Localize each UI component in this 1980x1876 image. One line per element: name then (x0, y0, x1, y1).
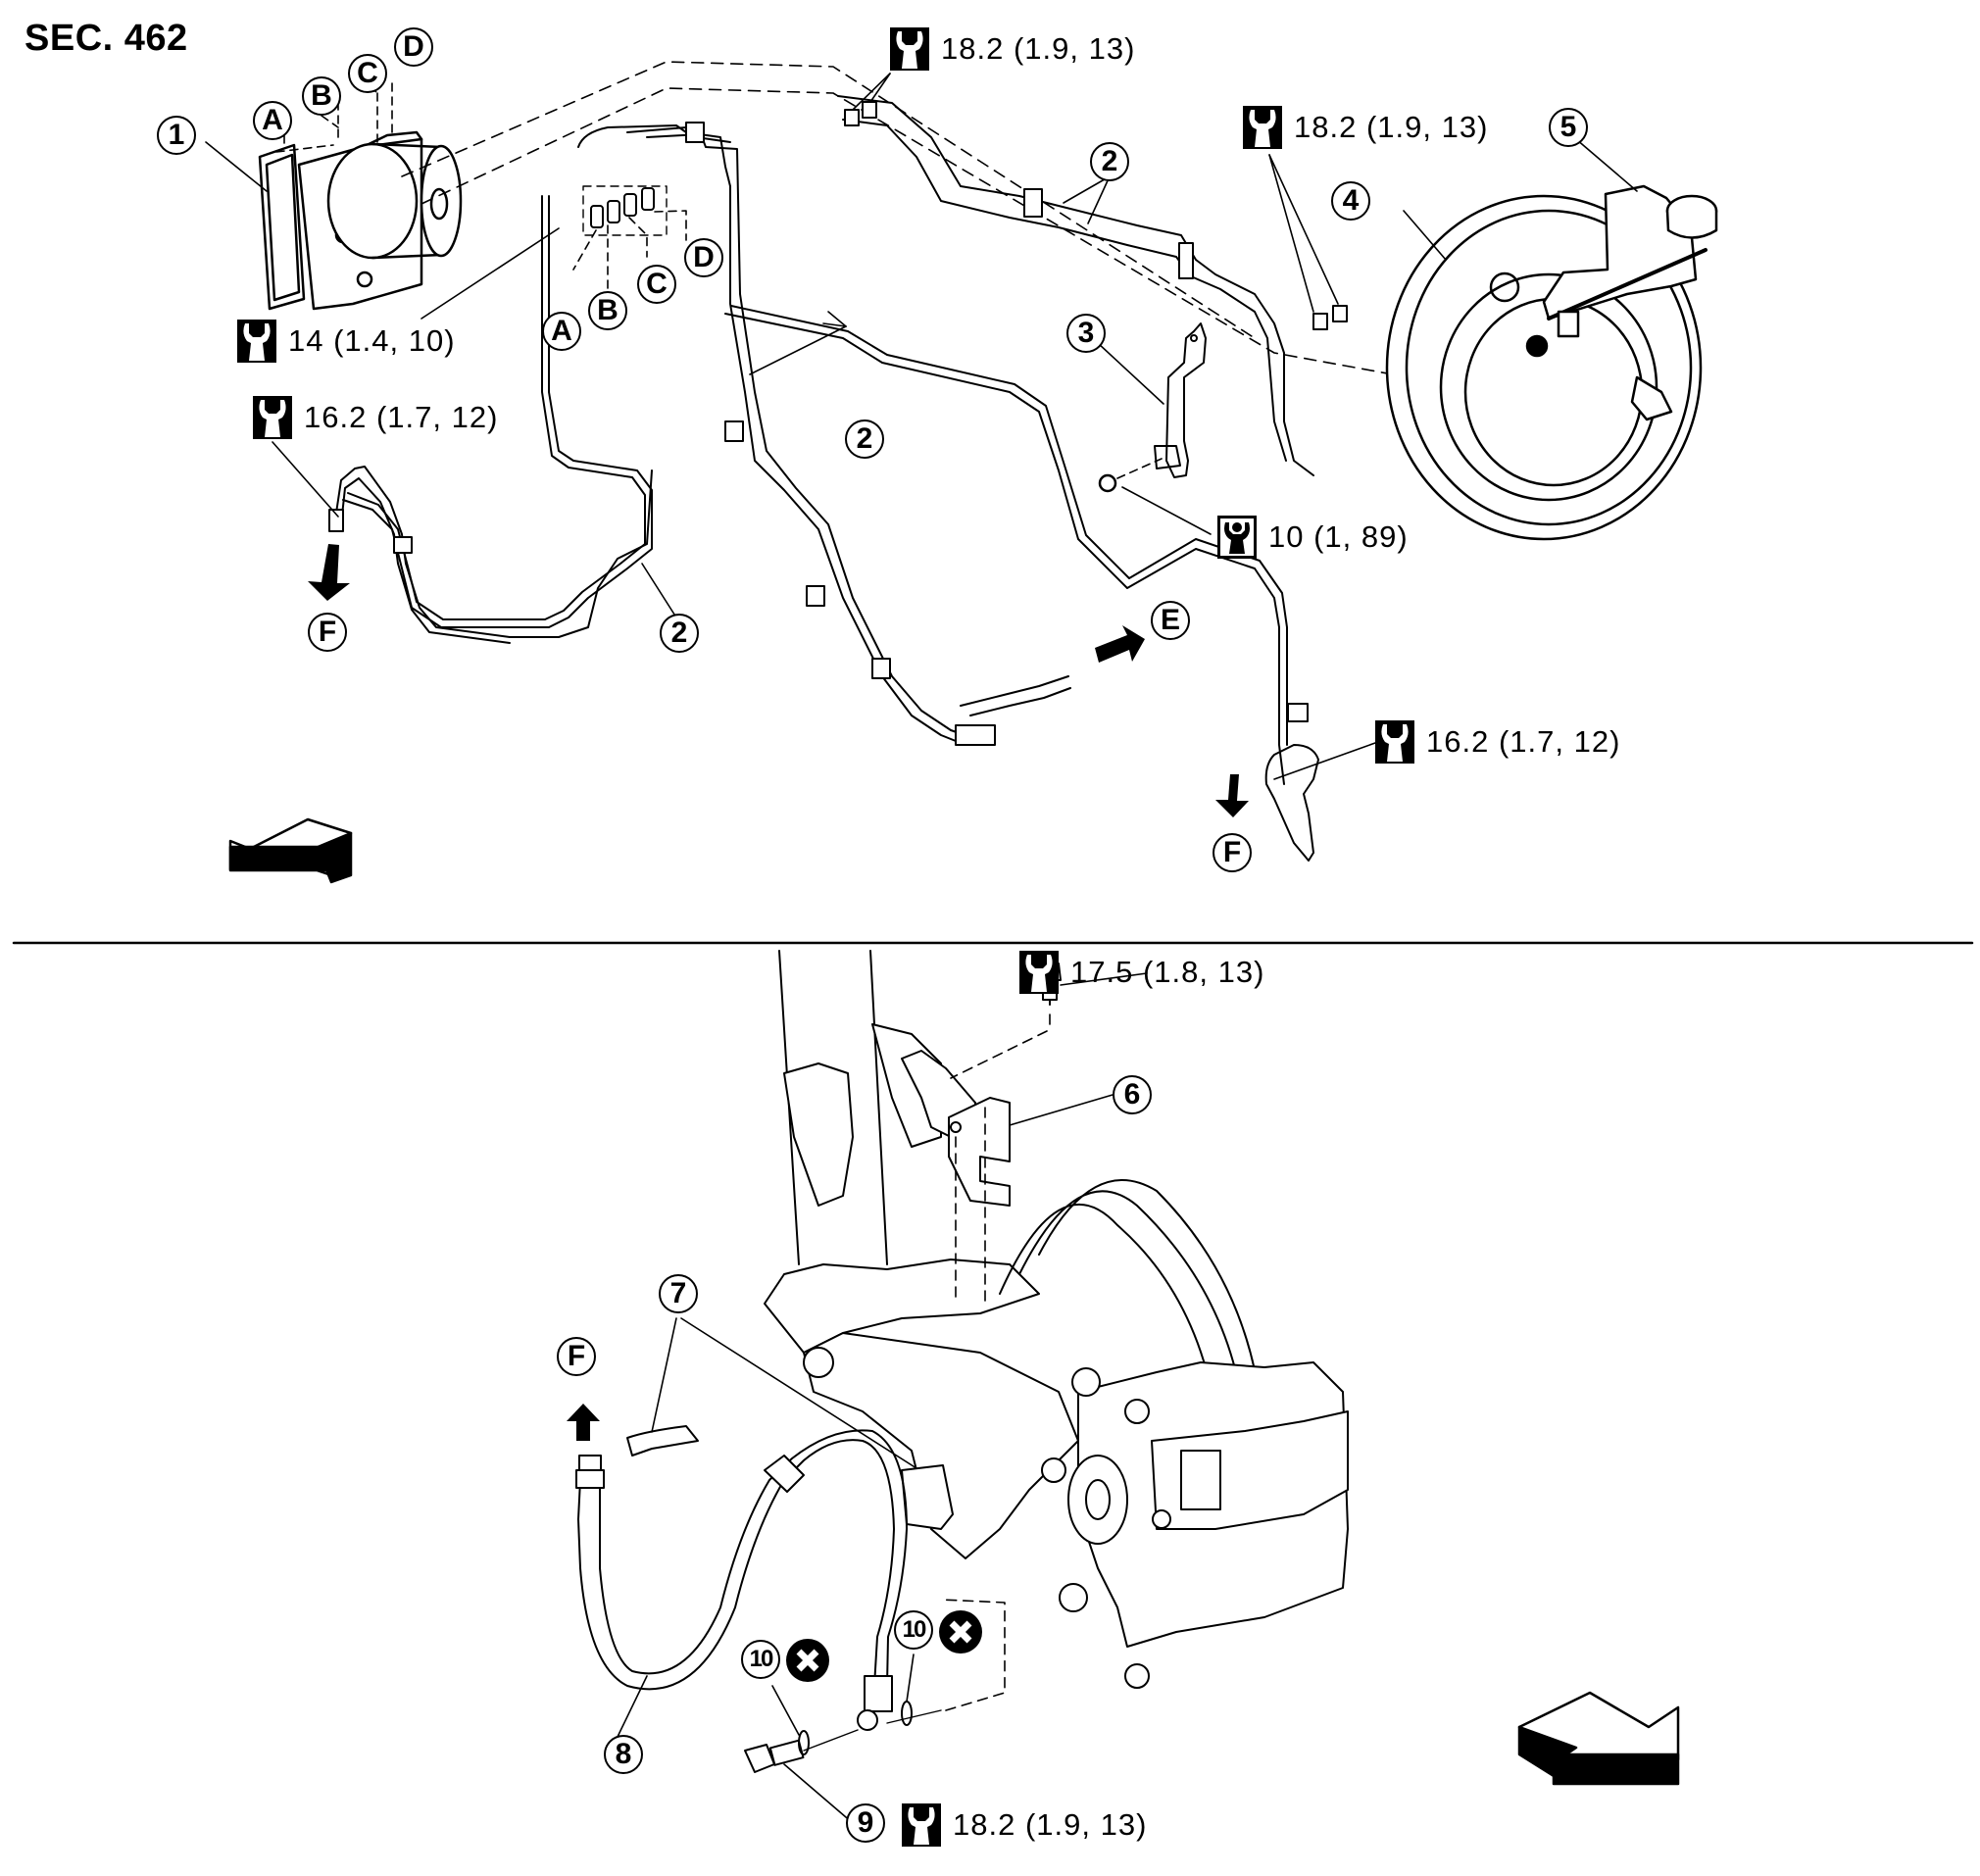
torque-spec-5: 10 (1, 89) (1217, 516, 1409, 559)
wrench-torque-icon (1019, 951, 1059, 994)
torque-value: 14 (1.4, 10) (288, 323, 456, 358)
torque-spec-2: 18.2 (1.9, 13) (1243, 106, 1488, 149)
callout-master-cylinder: 5 (1549, 108, 1588, 147)
tube-fittings (342, 122, 1309, 785)
callout-brake-tube-left: 2 (660, 614, 699, 653)
torque-value: 10 (1, 89) (1268, 519, 1409, 554)
callout-port-e: E (1151, 601, 1190, 640)
union-bolt-9 (744, 1739, 805, 1773)
x-circle-icon (939, 1610, 982, 1654)
callout-port-f-left: F (308, 613, 347, 652)
leader-1 (205, 141, 268, 192)
wrench-torque-icon (1375, 720, 1414, 764)
callout-port-c-tube: C (637, 265, 676, 304)
callout-port-f-right: F (1213, 833, 1252, 872)
callout-brake-tube-mid: 2 (845, 420, 884, 459)
torque-spec-8: 18.2 (1.9, 13) (902, 1803, 1147, 1847)
torque-value: 16.2 (1.7, 12) (304, 400, 499, 434)
torque-value: 18.2 (1.9, 13) (953, 1807, 1148, 1842)
callout-brake-hose: 8 (604, 1735, 643, 1774)
callout-port-b-tube: B (588, 291, 627, 330)
callout-copper-washer-left: 10 (741, 1640, 780, 1679)
callout-lock-plate: 7 (659, 1274, 698, 1313)
callout-port-d-tube: D (684, 238, 723, 277)
leader-fitting (421, 227, 560, 320)
wrench-torque-icon (890, 27, 929, 71)
x-circle-icon (786, 1639, 829, 1682)
wrench-torque-icon (902, 1803, 941, 1847)
wrench-torque-icon (253, 396, 292, 439)
torque-spec-6: 16.2 (1.7, 12) (1375, 720, 1620, 764)
bracket-6 (901, 1050, 1011, 1207)
torque-spec-7: 17.5 (1.8, 13) (1019, 951, 1264, 994)
callout-brake-tube-top: 2 (1090, 142, 1129, 181)
tube-top-run (837, 95, 1348, 476)
vehicle-front-arrow-top (228, 817, 353, 884)
bracket-3 (1154, 322, 1207, 478)
wrench-torque-icon (1243, 106, 1282, 149)
abs-actuator (258, 130, 463, 311)
torque-spec-3: 14 (1.4, 10) (237, 320, 456, 363)
vehicle-front-arrow-bottom (1517, 1691, 1680, 1786)
callout-abs-actuator: 1 (157, 116, 196, 155)
callout-brake-booster: 4 (1331, 181, 1370, 221)
brake-hose-8 (575, 1429, 908, 1731)
callout-bracket-lower: 6 (1113, 1075, 1152, 1114)
callout-copper-washer-right: 10 (894, 1610, 933, 1650)
brake-caliper (803, 1347, 1349, 1689)
torque-value: 18.2 (1.9, 13) (941, 31, 1136, 66)
wrench-torque-icon (237, 320, 276, 363)
section-number: SEC. 462 (25, 18, 188, 59)
torque-value: 16.2 (1.7, 12) (1426, 724, 1621, 759)
tube-left (328, 466, 653, 644)
callout-bracket: 3 (1066, 314, 1106, 353)
callout-port-c: C (348, 54, 387, 93)
arrow-f-bottom (567, 1404, 600, 1441)
arrow-e (1095, 625, 1145, 663)
callout-port-f-bottom: F (557, 1337, 596, 1376)
callout-port-a-tube: A (542, 312, 581, 351)
torque-spec-1: 18.2 (1.9, 13) (890, 27, 1135, 71)
wrench-bolt-torque-icon (1217, 516, 1257, 559)
callout-port-a: A (253, 101, 292, 140)
callout-port-d: D (394, 27, 433, 67)
torque-value: 18.2 (1.9, 13) (1294, 110, 1489, 144)
master-cylinder (1525, 184, 1718, 421)
callout-port-b: B (302, 76, 341, 116)
arrow-f-left (308, 544, 350, 601)
torque-spec-4: 16.2 (1.7, 12) (253, 396, 498, 439)
callout-union-bolt: 9 (846, 1803, 885, 1843)
lock-plate-7 (626, 1425, 954, 1530)
arrow-f-right (1215, 774, 1249, 817)
torque-value: 17.5 (1.8, 13) (1070, 955, 1265, 989)
